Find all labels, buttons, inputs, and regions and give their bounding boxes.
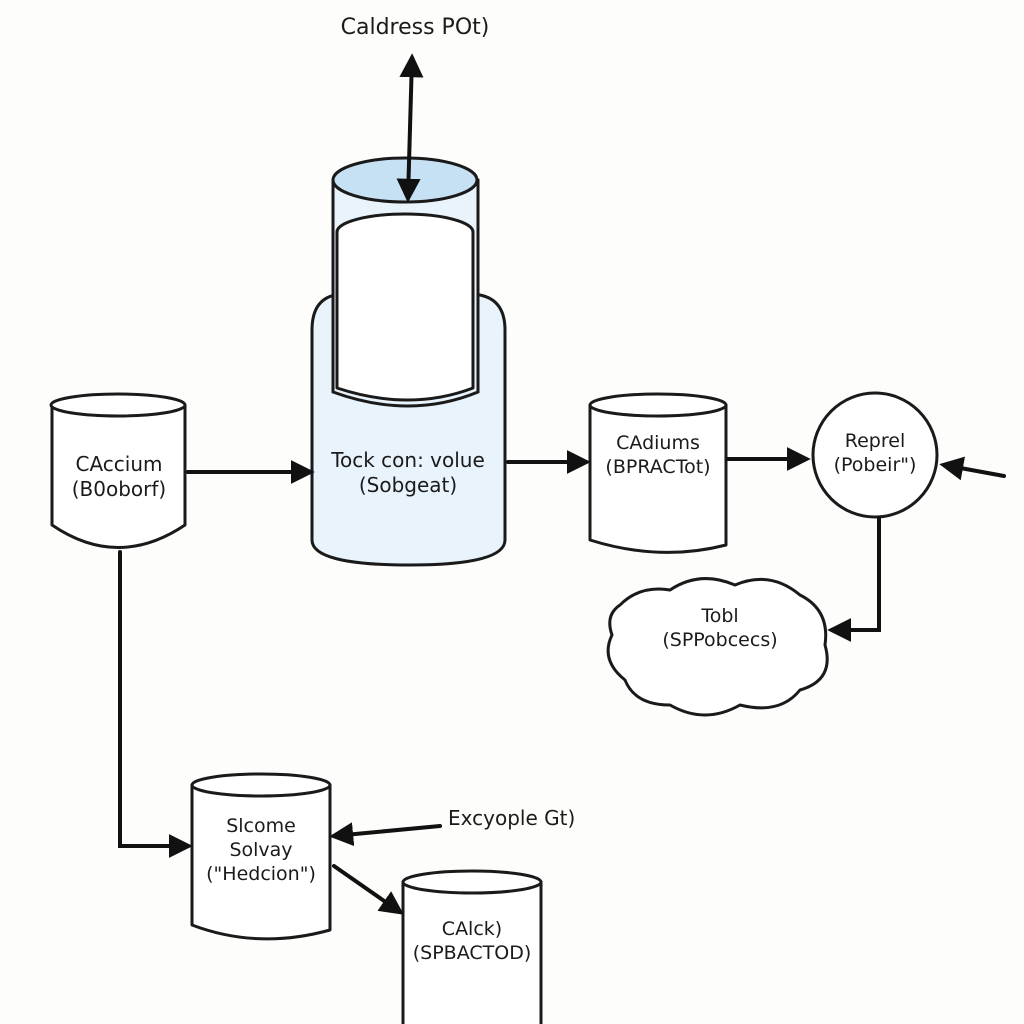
calck-label: CAlck) (SPBACTOD) [412, 918, 532, 964]
tobl-cloud [606, 577, 829, 717]
slcome-label: Slcome Solvay ("Hedcion") [206, 815, 316, 885]
side-label: Excyople Gt) [448, 806, 576, 830]
arrow-top-bidirectional [396, 53, 424, 203]
tank-shape [310, 156, 507, 567]
reprel-circle [811, 391, 939, 519]
arrow-cacium-to-slcome [118, 550, 193, 858]
cadiums-label: CAdiums (BPRACTot) [605, 432, 711, 478]
arrow-reprel-to-tobl [827, 516, 881, 642]
cadiums-cylinder [588, 392, 728, 554]
tobl-label: Tobl (SPPobcecs) [662, 605, 778, 651]
reprel-label: Reprel (Pobeir") [833, 430, 917, 476]
arrow-label-to-slcome [329, 822, 442, 847]
tank-label: Tock con: volue (Sobgeat) [331, 448, 485, 497]
arrow-slcome-to-calck [332, 864, 404, 915]
calck-cylinder [401, 869, 543, 1024]
cacium-label: CAccium (B0oborf) [71, 452, 167, 501]
cacium-cylinder [49, 392, 187, 549]
top-label: Caldress POt) [340, 15, 490, 40]
slcome-cylinder [190, 772, 332, 941]
arrow-incoming-to-reprel [939, 456, 1006, 481]
